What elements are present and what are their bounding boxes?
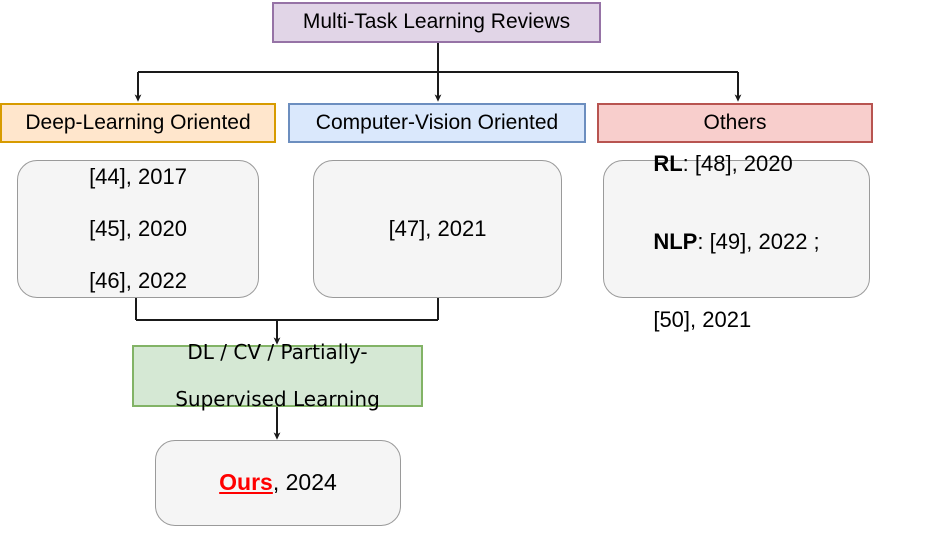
- reference-list-others: RL: [48], 2020 NLP: [49], 2022 ; [50], 2…: [653, 99, 819, 359]
- reference-item: [45], 2020: [89, 216, 187, 242]
- reference-item: NLP: [49], 2022 ;: [653, 203, 819, 255]
- node-category-computer-vision-oriented[interactable]: Computer-Vision Oriented: [288, 103, 586, 143]
- reference-tag: NLP: [653, 229, 698, 254]
- node-multi-task-learning-reviews[interactable]: Multi-Task Learning Reviews: [272, 2, 601, 43]
- merge-node-line-1: DL / CV / Partially-: [187, 339, 368, 364]
- node-category-deep-learning-oriented[interactable]: Deep-Learning Oriented: [0, 103, 276, 143]
- node-ours[interactable]: Ours, 2024: [155, 440, 401, 526]
- ours-rest: , 2024: [272, 469, 337, 496]
- node-references-deep-learning[interactable]: [44], 2017 [45], 2020 [46], 2022: [17, 160, 259, 298]
- merge-node-text: DL / CV / Partially- Supervised Learning: [175, 317, 380, 435]
- reference-separator: :: [697, 229, 710, 254]
- reference-list-computer-vision: [47], 2021: [389, 190, 487, 268]
- reference-refs: [50], 2021: [653, 306, 752, 332]
- reference-item: [44], 2017: [89, 164, 187, 190]
- reference-item: [50], 2021: [653, 281, 819, 333]
- node-references-computer-vision[interactable]: [47], 2021: [313, 160, 562, 298]
- node-references-others[interactable]: RL: [48], 2020 NLP: [49], 2022 ; [50], 2…: [603, 151, 870, 332]
- reference-list-deep-learning: [44], 2017 [45], 2020 [46], 2022: [89, 138, 187, 320]
- ours-highlight: Ours: [219, 469, 273, 496]
- reference-refs: [48], 2020: [694, 151, 793, 177]
- category-label-deep-learning: Deep-Learning Oriented: [25, 110, 251, 134]
- reference-refs: [49], 2022 ;: [709, 229, 820, 254]
- node-merge-dl-cv-partially-supervised[interactable]: DL / CV / Partially- Supervised Learning: [132, 340, 423, 410]
- merge-node-line-2: Supervised Learning: [175, 386, 380, 411]
- ours-label: Ours, 2024: [219, 469, 337, 496]
- node-category-others[interactable]: Others: [597, 103, 873, 143]
- category-label-others: Others: [703, 110, 767, 134]
- category-label-computer-vision: Computer-Vision Oriented: [315, 110, 559, 134]
- node-title-label: Multi-Task Learning Reviews: [302, 10, 571, 34]
- reference-item: [46], 2022: [89, 267, 187, 293]
- reference-tag: RL: [653, 151, 683, 177]
- reference-item: RL: [48], 2020: [653, 125, 819, 177]
- reference-separator: :: [682, 151, 695, 177]
- reference-item: [47], 2021: [388, 216, 487, 242]
